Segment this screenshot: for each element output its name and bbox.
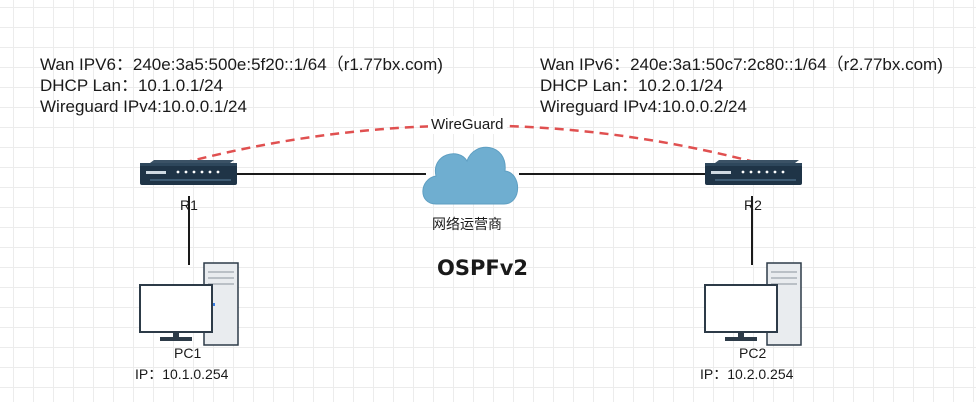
r2-wan-text: Wan IPv6：240e:3a1:50c7:2c80::1/64（r2.77b… [540,55,943,74]
pc2-label: PC2 [739,345,767,361]
diagram-title: OSPFv2 [437,256,529,280]
router-r1-icon [140,160,237,185]
r1-info: Wan IPV6：240e:3a5:500e:5f20::1/64（r1.77b… [40,54,443,117]
pc2-computer-icon [704,262,802,346]
pc1-computer-icon [139,262,239,346]
wireguard-label: WireGuard [428,116,507,134]
r1-lan-text: DHCP Lan：10.1.0.1/24 [40,76,224,95]
r1-wan-text: Wan IPV6：240e:3a5:500e:5f20::1/64（r1.77b… [40,55,443,74]
cloud-icon [422,146,519,205]
pc1-label: PC1 [174,345,202,361]
router-r2-icon [705,160,802,185]
r2-info: Wan IPv6：240e:3a1:50c7:2c80::1/64（r2.77b… [540,54,943,117]
r1-label: R1 [180,197,198,213]
pc2-ip-text: IP：10.2.0.254 [700,366,794,382]
isp-label: 网络运营商 [432,216,502,232]
r2-lan-text: DHCP Lan：10.2.0.1/24 [540,76,724,95]
r1-wireguard-text: Wireguard IPv4:10.0.0.1/24 [40,97,247,116]
r2-wireguard-text: Wireguard IPv4:10.0.0.2/24 [540,97,747,116]
pc1-ip-text: IP：10.1.0.254 [135,366,229,382]
r2-label: R2 [744,197,762,213]
